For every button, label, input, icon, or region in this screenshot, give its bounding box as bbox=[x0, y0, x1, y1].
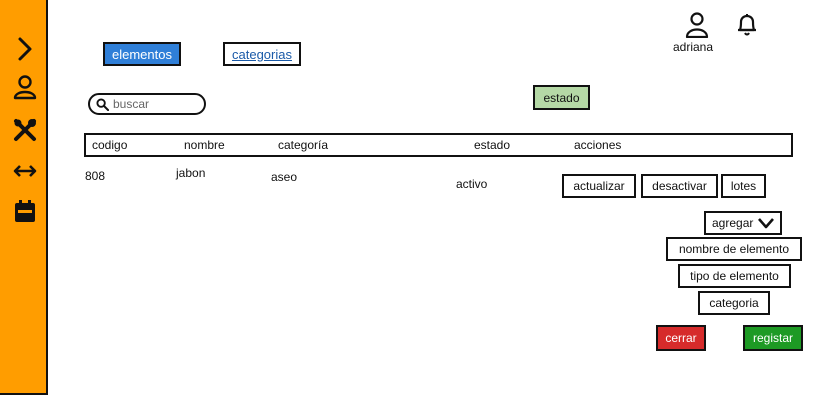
search-icon bbox=[96, 97, 109, 111]
header-categoria: categoría bbox=[278, 138, 329, 152]
desactivar-button[interactable]: desactivar bbox=[641, 174, 718, 198]
user-icon[interactable] bbox=[685, 12, 709, 39]
registar-button[interactable]: registar bbox=[743, 325, 803, 351]
nombre-elemento-field[interactable]: nombre de elemento bbox=[666, 237, 802, 261]
estado-filter-button[interactable]: estado bbox=[533, 85, 590, 110]
user-icon[interactable] bbox=[12, 74, 38, 100]
search-input[interactable] bbox=[113, 97, 199, 111]
tab-elementos[interactable]: elementos bbox=[103, 42, 181, 66]
header-acciones: acciones bbox=[574, 138, 622, 152]
header-estado: estado bbox=[474, 138, 511, 152]
tab-categorias[interactable]: categorias bbox=[223, 42, 301, 66]
table-header: codigo nombre categoría estado acciones bbox=[84, 133, 793, 157]
tipo-elemento-field[interactable]: tipo de elemento bbox=[678, 264, 791, 288]
cell-nombre: jabon bbox=[176, 166, 206, 180]
agregar-label: agregar bbox=[712, 216, 754, 230]
header-nombre: nombre bbox=[184, 138, 225, 152]
categoria-field[interactable]: categoria bbox=[698, 291, 770, 315]
cell-categoria: aseo bbox=[271, 170, 298, 184]
header-codigo: codigo bbox=[92, 138, 128, 152]
actualizar-button[interactable]: actualizar bbox=[562, 174, 636, 198]
search-box bbox=[88, 93, 206, 115]
cerrar-button[interactable]: cerrar bbox=[656, 325, 706, 351]
chevron-right-icon[interactable] bbox=[12, 36, 38, 62]
calendar-icon[interactable] bbox=[12, 198, 38, 224]
arrows-horizontal-icon[interactable] bbox=[12, 158, 38, 184]
tools-icon[interactable] bbox=[12, 117, 38, 143]
user-name: adriana bbox=[673, 40, 714, 54]
cell-estado: activo bbox=[456, 177, 488, 191]
sidebar bbox=[0, 0, 48, 395]
agregar-dropdown[interactable]: agregar bbox=[704, 211, 782, 235]
bell-icon[interactable] bbox=[736, 12, 758, 36]
cell-codigo: 808 bbox=[85, 169, 106, 183]
lotes-button[interactable]: lotes bbox=[721, 174, 766, 198]
chevron-down-icon bbox=[758, 218, 775, 229]
